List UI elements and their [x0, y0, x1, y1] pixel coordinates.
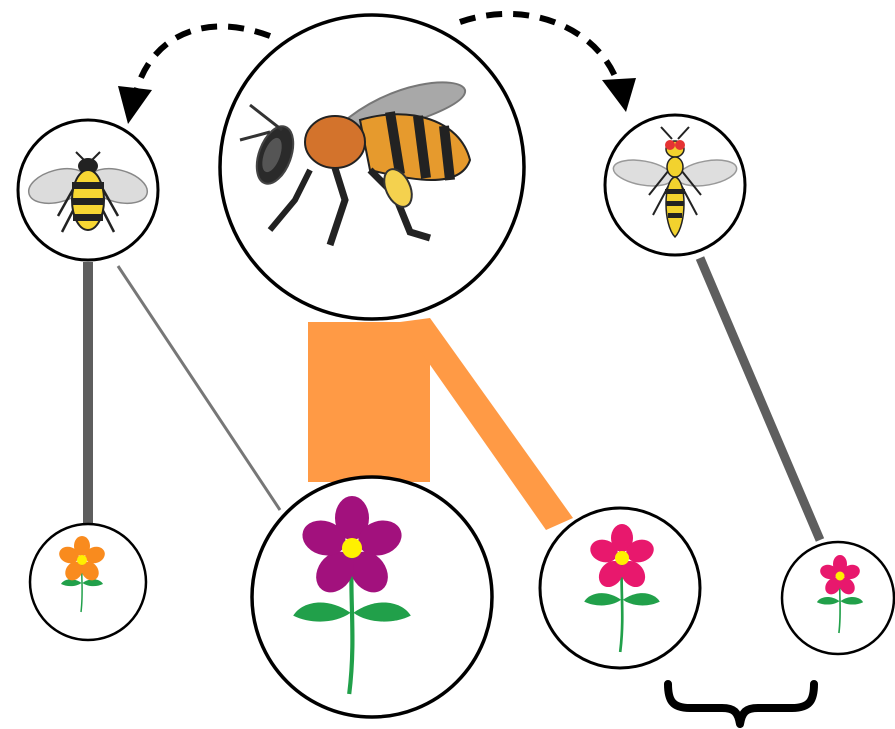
node-plant-3 [540, 508, 700, 668]
node-bumblebee [18, 120, 158, 260]
link-honeybee-plant2 [308, 322, 430, 482]
node-plant-4 [782, 542, 894, 654]
node-plant-2 [252, 477, 492, 717]
node-plant-1 [30, 524, 146, 640]
curly-brace-icon [668, 684, 814, 724]
node-honeybee [220, 15, 524, 319]
link-bumblebee-plant2 [118, 266, 280, 510]
link-wasp-plant4 [700, 258, 820, 540]
node-wasp [605, 115, 745, 255]
